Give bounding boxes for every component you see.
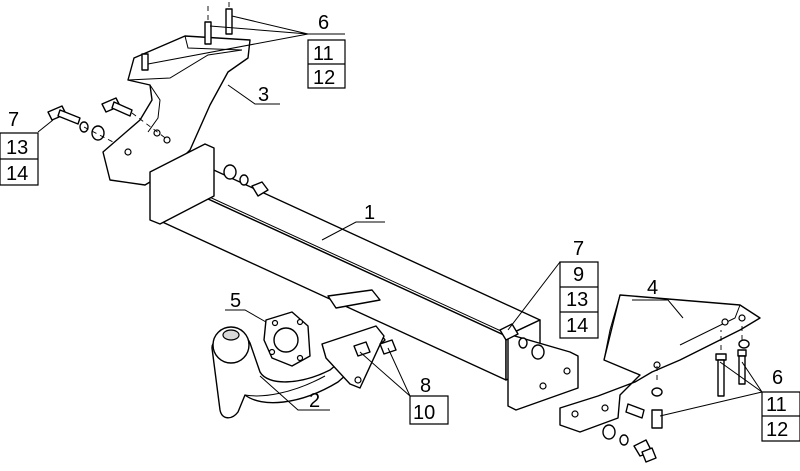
fasteners <box>47 97 750 463</box>
right-bolt-label-group: 6 11 12 <box>761 367 800 442</box>
left-bracket-part <box>102 0 251 186</box>
label-6-upper: 6 <box>318 12 329 34</box>
label-8: 8 <box>420 375 431 397</box>
label-13-mid: 13 <box>566 289 588 311</box>
label-12-right: 12 <box>766 419 788 441</box>
label-6-right: 6 <box>772 367 783 389</box>
leader-lines <box>37 15 763 417</box>
mid-bolt-label-group: 7 9 13 14 <box>559 238 599 339</box>
neck-mounting-plate <box>321 325 385 389</box>
label-11-upper: 11 <box>313 43 334 65</box>
label-1: 1 <box>364 202 375 224</box>
label-13-left: 13 <box>6 137 28 159</box>
upper-left-label-group: 6 11 12 <box>307 12 346 89</box>
label-4: 4 <box>647 277 658 299</box>
socket-plate-part <box>263 311 311 367</box>
label-7-left: 7 <box>8 109 19 131</box>
label-14-left: 14 <box>6 163 28 185</box>
label-14-mid: 14 <box>566 315 588 337</box>
label-5: 5 <box>230 290 241 312</box>
right-bracket-part <box>559 294 761 433</box>
main-beam-part <box>149 143 579 411</box>
left-bolt-label-group: 7 13 14 <box>0 109 39 186</box>
label-11-right: 11 <box>766 394 787 416</box>
label-7-mid: 7 <box>573 238 584 260</box>
label-12-upper: 12 <box>313 67 335 89</box>
label-9-mid: 9 <box>573 264 584 286</box>
label-10: 10 <box>413 402 435 424</box>
label-2: 2 <box>309 390 320 412</box>
label-3: 3 <box>258 84 269 106</box>
neck-bolt-label-group: 8 10 <box>409 375 449 425</box>
